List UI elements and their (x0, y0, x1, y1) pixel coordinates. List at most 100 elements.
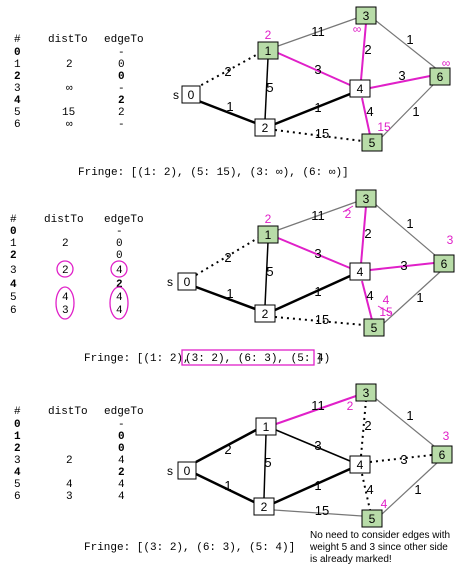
weight-label: 2 (364, 226, 371, 241)
table-row-edge: - (118, 83, 125, 95)
table-row-dist: 2 (66, 59, 73, 71)
table-header-vertex: # (14, 406, 21, 418)
edge-0-2 (195, 285, 259, 312)
note-line: is already marked! (310, 554, 392, 565)
weight-label: 4 (366, 482, 373, 497)
node-label: 4 (357, 82, 364, 96)
graph-2-weights: 2 1 5 11 3 1 15 2 1 4 3 1 (224, 208, 423, 327)
weight-label: 3 (398, 68, 405, 83)
weight-label: 1 (406, 32, 413, 47)
table-row-dist: 4 (66, 479, 73, 491)
node-5 (361, 133, 383, 152)
table-row-edge: - (118, 119, 125, 131)
source-label: s (167, 464, 173, 478)
panel-2: # distTo edgeTo 0 - 1 2 0 2 0 3 2 4 4 2 … (10, 189, 455, 366)
table-row-edge: 0 (118, 431, 125, 443)
weight-label: 1 (414, 482, 421, 497)
node-4 (349, 455, 371, 474)
node-2 (254, 118, 276, 137)
table-row-vertex: 0 (14, 419, 21, 431)
table-row-vertex: 5 (10, 292, 17, 304)
edge-4-5 (361, 473, 371, 511)
node-1 (255, 417, 277, 436)
table-row-vertex: 3 (10, 265, 17, 277)
dist-annotation: 2 (345, 207, 352, 221)
table-header-distto: distTo (44, 214, 84, 226)
node-0 (177, 272, 197, 291)
table-header-vertex: # (10, 214, 17, 226)
node-4 (349, 79, 371, 98)
weight-label: 11 (311, 398, 325, 413)
graph-2-edges (195, 201, 441, 326)
note-line: No need to consider edges with (310, 530, 450, 541)
table-header-distto: distTo (48, 406, 88, 418)
table-row-vertex: 6 (14, 119, 21, 131)
table-row-edge: 2 (118, 95, 125, 107)
edge-2-5 (274, 129, 363, 142)
edge-1-4 (277, 52, 351, 86)
edge-2-4 (273, 467, 351, 505)
table-row-dist: 3 (66, 491, 73, 503)
table-row-dist: ∞ (66, 83, 73, 95)
edge-1-2 (264, 241, 269, 307)
panel-1: # distTo edgeTo 0 - 1 2 0 2 0 3 ∞ - 4 2 … (14, 6, 451, 179)
table-row-dist: 2 (66, 455, 73, 467)
node-6 (433, 254, 455, 273)
weight-label: 3 (400, 452, 407, 467)
table-row-edge: - (118, 419, 125, 431)
table-row-vertex: 1 (10, 238, 17, 250)
edge-0-1 (195, 428, 257, 464)
edge-3-6 (374, 19, 439, 71)
strike-mark (342, 205, 354, 213)
weight-label: 2 (364, 42, 371, 57)
table-header-edgeto: edgeTo (104, 406, 144, 418)
table-row-vertex: 4 (10, 279, 17, 291)
edge-0-2 (195, 98, 259, 126)
node-label: 4 (357, 458, 364, 472)
edge-1-2 (264, 57, 269, 121)
node-label: 0 (188, 88, 195, 102)
table-header-vertex: # (14, 34, 21, 46)
weight-label: 5 (266, 264, 273, 279)
node-label: 1 (265, 44, 272, 58)
node-label: 3 (363, 9, 370, 23)
graph-2-annotations: 2 2 3 4 15 (265, 205, 454, 319)
table-row-vertex: 2 (14, 443, 21, 455)
table-row-edge: 4 (116, 292, 123, 304)
weight-label: 5 (264, 455, 271, 470)
table-row-edge: 2 (118, 467, 125, 479)
table-row-vertex: 4 (14, 95, 21, 107)
table-row-dist: 2 (62, 265, 69, 277)
node-1 (257, 41, 279, 60)
highlight-circle (56, 260, 74, 278)
edge-1-3 (277, 17, 358, 47)
table-row-edge: 2 (116, 279, 123, 291)
table-row-edge: - (118, 47, 125, 59)
weight-label: 2 (364, 418, 371, 433)
graph-1-annotations: 2 ∞ ∞ 15 (265, 22, 451, 134)
node-2 (253, 497, 275, 516)
table-row-edge: 4 (118, 491, 125, 503)
edge-1-3 (277, 201, 357, 231)
note-callout: No need to consider edges with weight 5 … (309, 530, 450, 565)
edge-2-5 (273, 509, 363, 517)
weight-label: 1 (406, 216, 413, 231)
table-row-edge: 0 (116, 238, 123, 250)
node-label: 6 (437, 70, 444, 84)
weight-label: 11 (311, 24, 325, 39)
dist-annotation: 15 (377, 120, 391, 134)
highlight-circle (109, 286, 129, 320)
table-row-vertex: 1 (14, 59, 21, 71)
table-row-edge: 0 (116, 250, 123, 262)
weight-label: 3 (314, 62, 321, 77)
dist-annotation: 4 (383, 293, 390, 307)
node-label: 5 (371, 321, 378, 335)
graph-3-nodes: s 0 1 2 3 4 5 6 (167, 383, 453, 528)
edge-3-6 (374, 203, 437, 257)
node-label: 2 (262, 121, 269, 135)
table-row-edge: 4 (118, 455, 125, 467)
table-row-dist: 2 (62, 238, 69, 250)
node-label: 2 (261, 500, 268, 514)
edge-5-6 (383, 271, 441, 324)
edge-1-4 (275, 429, 351, 462)
